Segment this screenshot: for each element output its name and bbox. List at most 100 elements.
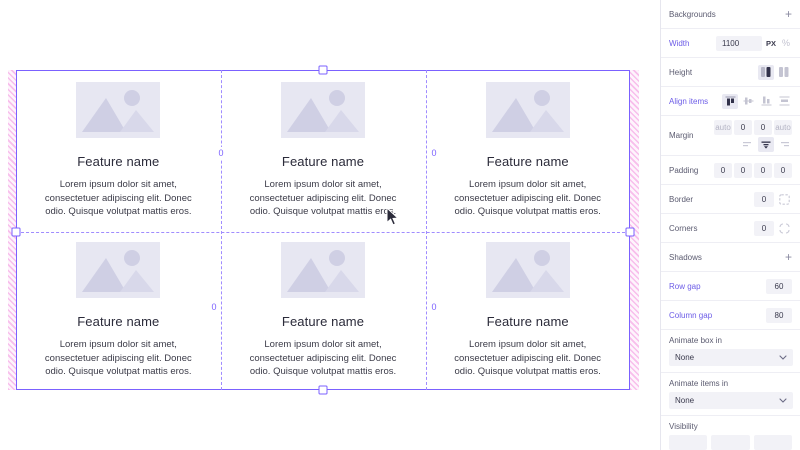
- corner-radius-input[interactable]: 0: [754, 220, 774, 236]
- feature-card-title: Feature name: [77, 154, 160, 169]
- add-shadow-button[interactable]: +: [784, 250, 792, 264]
- height-label: Height: [669, 67, 693, 77]
- feature-card[interactable]: Feature name Lorem ipsum dolor sit amet,…: [425, 70, 630, 230]
- padding-bottom-input[interactable]: 0: [754, 162, 772, 178]
- panel-row-shadows[interactable]: Shadows +: [661, 243, 800, 272]
- image-placeholder-icon: [280, 242, 365, 298]
- shadows-label: Shadows: [669, 252, 702, 262]
- panel-row-padding[interactable]: Padding 0 0 0 0: [661, 156, 800, 185]
- feature-card-body: Lorem ipsum dolor sit amet, consectetuer…: [249, 179, 397, 217]
- padding-top-input[interactable]: 0: [714, 162, 732, 178]
- margin-top-input[interactable]: auto: [714, 119, 732, 135]
- resize-handle-left[interactable]: [11, 227, 21, 237]
- animate-items-in-value: None: [675, 396, 695, 405]
- visibility-mobile-toggle[interactable]: [753, 435, 792, 450]
- feature-card[interactable]: Feature name Lorem ipsum dolor sit amet,…: [16, 230, 221, 390]
- visibility-breakpoints: [661, 431, 800, 450]
- panel-row-row-gap[interactable]: Row gap 60: [661, 272, 800, 301]
- selection-outline: [16, 70, 630, 390]
- feature-card-body: Lorem ipsum dolor sit amet, consectetuer…: [44, 339, 192, 377]
- height-auto-icon[interactable]: [776, 65, 792, 80]
- mouse-cursor: [386, 207, 399, 226]
- feature-card[interactable]: Feature name Lorem ipsum dolor sit amet,…: [16, 70, 221, 230]
- backgrounds-label: Backgrounds: [669, 9, 716, 19]
- margin-left-input[interactable]: auto: [774, 119, 792, 135]
- resize-handle-top[interactable]: [318, 65, 328, 75]
- border-sides-icon[interactable]: [776, 192, 792, 207]
- visibility-desktop-toggle[interactable]: [669, 435, 708, 450]
- feature-card[interactable]: Feature name Lorem ipsum dolor sit amet,…: [221, 230, 426, 390]
- margin-right-input[interactable]: 0: [734, 119, 752, 135]
- design-canvas[interactable]: Feature name Lorem ipsum dolor sit amet,…: [0, 0, 660, 450]
- align-items-label: Align items: [669, 96, 709, 106]
- animate-items-in-select[interactable]: None: [669, 392, 793, 409]
- margin-align-right-icon[interactable]: [776, 137, 792, 152]
- align-start-icon[interactable]: [722, 93, 738, 109]
- resize-handle-right[interactable]: [625, 227, 635, 237]
- image-placeholder-icon: [76, 82, 161, 138]
- margin-band-right: [630, 70, 639, 390]
- align-end-icon[interactable]: [758, 94, 774, 109]
- align-center-icon[interactable]: [740, 94, 756, 109]
- panel-row-border[interactable]: Border 0: [661, 185, 800, 214]
- column-guide-2: [426, 70, 427, 390]
- feature-card-body: Lorem ipsum dolor sit amet, consectetuer…: [44, 179, 192, 217]
- feature-card-body: Lorem ipsum dolor sit amet, consectetuer…: [249, 339, 397, 377]
- corners-label: Corners: [669, 223, 698, 233]
- margin-align-left-icon[interactable]: [740, 137, 756, 152]
- feature-card-title: Feature name: [281, 314, 365, 329]
- corners-expand-icon[interactable]: [776, 221, 792, 236]
- panel-section-visibility: Visibility: [661, 416, 800, 450]
- column-gap-chip[interactable]: 0: [430, 301, 438, 313]
- panel-row-width[interactable]: Width 1100 PX %: [661, 29, 800, 58]
- border-width-input[interactable]: 0: [754, 191, 774, 207]
- panel-row-corners[interactable]: Corners 0: [661, 214, 800, 243]
- row-gap-input[interactable]: 60: [766, 278, 792, 294]
- animate-box-in-select[interactable]: None: [669, 349, 793, 366]
- animate-box-in-label: Animate box in: [669, 336, 722, 345]
- align-stretch-icon[interactable]: [776, 94, 792, 109]
- visibility-tablet-toggle[interactable]: [711, 435, 750, 450]
- row-guide-1: [16, 232, 630, 233]
- feature-card-body: Lorem ipsum dolor sit amet, consectetuer…: [454, 179, 602, 217]
- feature-card-grid: Feature name Lorem ipsum dolor sit amet,…: [16, 70, 630, 390]
- panel-row-align-items[interactable]: Align items: [661, 87, 800, 116]
- image-placeholder-icon: [485, 82, 570, 138]
- chevron-down-icon: [779, 396, 787, 405]
- width-unit-px[interactable]: PX: [765, 38, 776, 48]
- margin-bottom-input[interactable]: 0: [754, 119, 772, 135]
- panel-row-height[interactable]: Height: [661, 58, 800, 87]
- width-unit-percent[interactable]: %: [781, 37, 790, 48]
- margin-align-center-icon[interactable]: [758, 136, 774, 152]
- image-placeholder-icon: [485, 242, 570, 298]
- feature-card-title: Feature name: [281, 154, 365, 169]
- column-gap-chip[interactable]: 0: [217, 147, 225, 159]
- panel-row-backgrounds[interactable]: Backgrounds +: [661, 0, 800, 29]
- add-background-button[interactable]: +: [784, 7, 792, 21]
- panel-section-animate-box-in: Animate box in None: [661, 330, 800, 373]
- animate-items-in-label: Animate items in: [669, 379, 729, 388]
- panel-row-margin[interactable]: Margin auto 0 0 auto: [661, 116, 800, 156]
- margin-label: Margin: [669, 131, 694, 140]
- column-gap-label: Column gap: [669, 310, 713, 320]
- feature-card[interactable]: Feature name Lorem ipsum dolor sit amet,…: [425, 230, 630, 390]
- feature-card-title: Feature name: [486, 154, 569, 169]
- height-fill-icon[interactable]: [758, 64, 774, 80]
- feature-card[interactable]: Feature name Lorem ipsum dolor sit amet,…: [221, 70, 426, 230]
- feature-card-title: Feature name: [486, 314, 569, 329]
- row-gap-label: Row gap: [669, 281, 701, 291]
- column-gap-chip[interactable]: 0: [430, 147, 438, 159]
- padding-right-input[interactable]: 0: [734, 162, 752, 178]
- image-placeholder-icon: [280, 82, 365, 138]
- feature-card-title: Feature name: [77, 314, 160, 329]
- column-gap-chip[interactable]: 0: [210, 301, 218, 313]
- image-placeholder-icon: [76, 242, 161, 298]
- resize-handle-bottom[interactable]: [318, 385, 328, 395]
- width-label: Width: [669, 38, 690, 48]
- panel-row-column-gap[interactable]: Column gap 80: [661, 301, 800, 330]
- padding-label: Padding: [669, 165, 699, 175]
- padding-left-input[interactable]: 0: [774, 162, 792, 178]
- width-input[interactable]: 1100: [715, 35, 762, 51]
- column-gap-input[interactable]: 80: [766, 307, 792, 323]
